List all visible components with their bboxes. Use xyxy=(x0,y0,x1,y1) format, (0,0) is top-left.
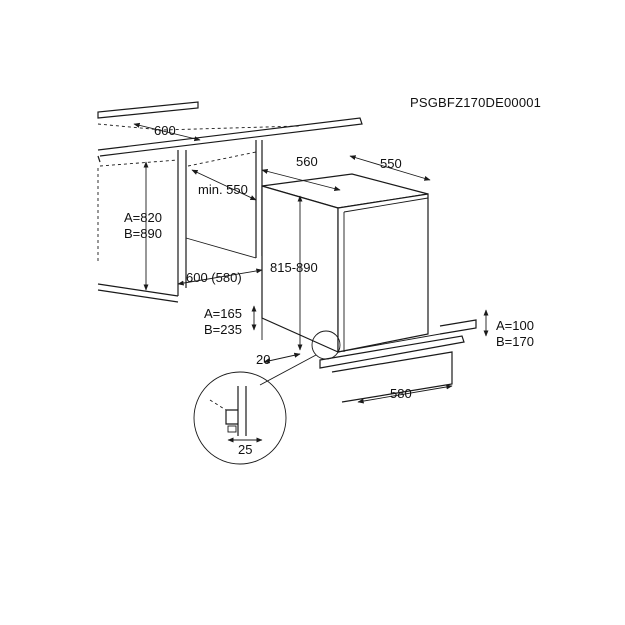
kick-b-label: B=170 xyxy=(496,334,534,349)
floor-depth-label: 600 (580) xyxy=(186,270,242,285)
niche-dimension-lines xyxy=(133,122,263,291)
plinth-board xyxy=(319,309,489,404)
plinth-a-label: A=165 xyxy=(204,306,242,321)
detail-dimension-label: 25 xyxy=(238,442,252,457)
detail-callout xyxy=(193,330,341,465)
niche-height-b-label: B=890 xyxy=(124,226,162,241)
niche-depth-label: 600 xyxy=(154,123,176,138)
min-depth-label: min. 550 xyxy=(198,182,248,197)
plinth-b-label: B=235 xyxy=(204,322,242,337)
appliance-width-label: 560 xyxy=(296,154,318,169)
gap-label: 20 xyxy=(256,352,270,367)
appliance-depth-label: 550 xyxy=(380,156,402,171)
appliance-dimension-lines xyxy=(251,155,431,364)
niche-height-a-label: A=820 xyxy=(124,210,162,225)
drawing-code: PSGBFZ170DE00001 xyxy=(410,95,541,110)
dimension-labels: PSGBFZ170DE00001 600 min. 550 A=820 B=89… xyxy=(124,95,541,457)
plinth-width-label: 580 xyxy=(390,386,412,401)
appliance-height-label: 815-890 xyxy=(270,260,318,275)
kick-a-label: A=100 xyxy=(496,318,534,333)
